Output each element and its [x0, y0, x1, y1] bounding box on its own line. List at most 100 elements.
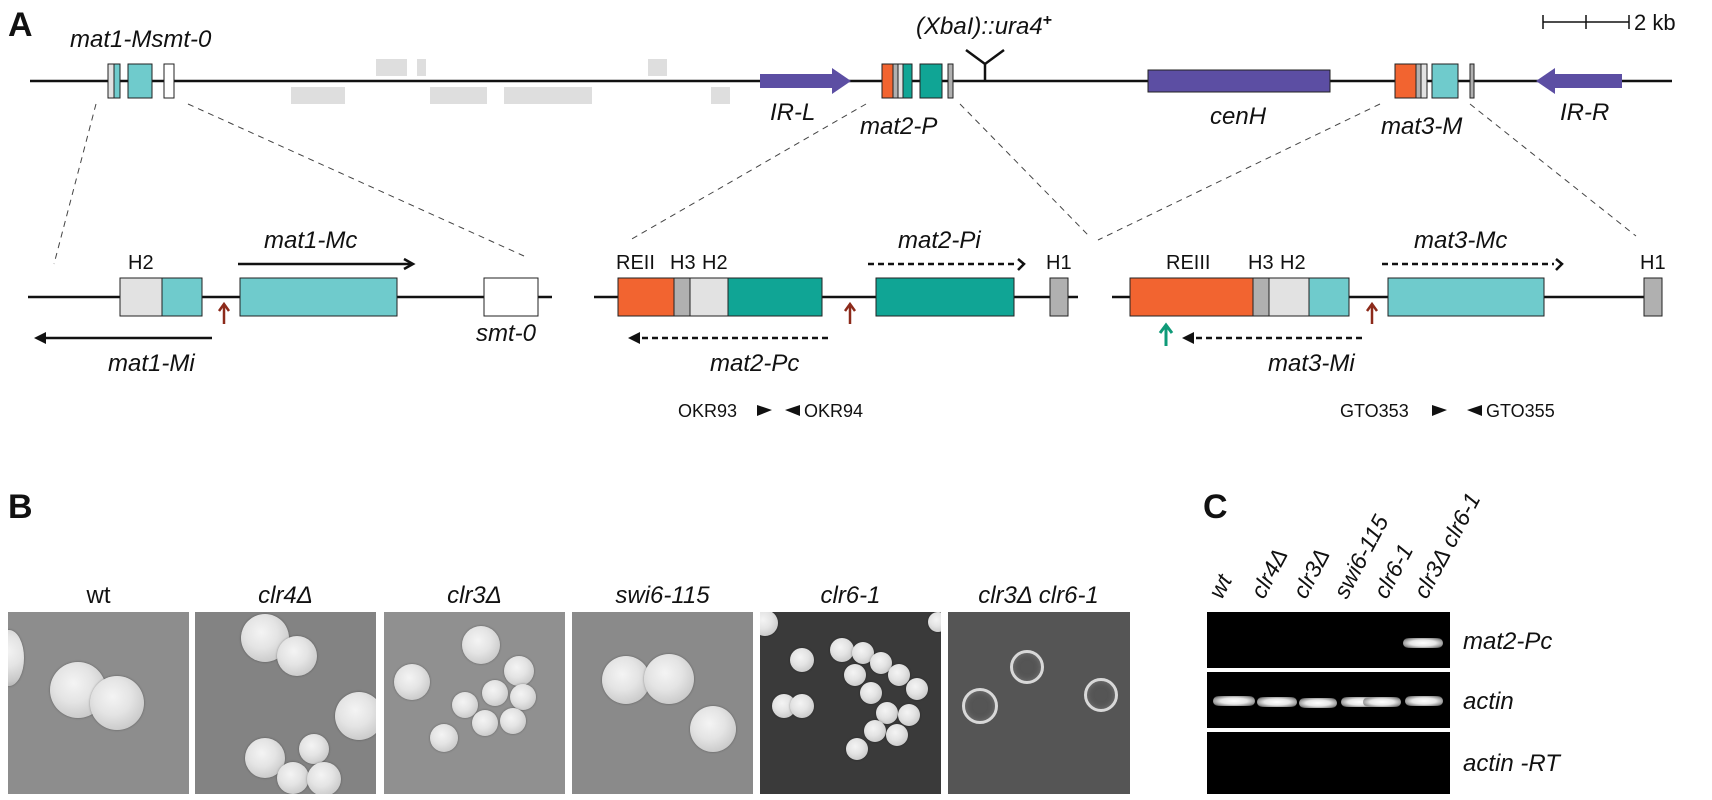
colony — [870, 652, 892, 674]
colony-photo-clr3 — [384, 612, 565, 794]
colony — [277, 636, 317, 676]
label-cenh: cenH — [1210, 103, 1267, 130]
colony — [886, 724, 908, 746]
gel-band — [1363, 697, 1401, 707]
colony — [307, 762, 341, 794]
irl-arrow — [760, 68, 851, 94]
mat1-detail-h2-box — [119, 277, 163, 317]
mat1-detail-teal-small — [161, 277, 203, 317]
mat2-detail-teal-1 — [727, 277, 823, 317]
panel-label-c: C — [1203, 488, 1228, 526]
repeat-elements — [291, 59, 730, 104]
strain-label-3: swi6-115 — [615, 582, 710, 609]
gel-row-actin-rt — [1207, 732, 1450, 794]
mat2-promoter-arrow — [843, 301, 857, 324]
colony — [277, 762, 309, 794]
strain-label-5: clr3Δ clr6-1 — [978, 582, 1099, 609]
mat1-mc-arrowhead — [403, 257, 416, 271]
scale-bar — [1542, 15, 1630, 29]
mat3-h1-label: H1 — [1640, 252, 1666, 274]
mat2-detail-h2 — [689, 277, 729, 317]
primer-gto355-label: GTO355 — [1486, 401, 1555, 421]
colony — [790, 648, 814, 672]
colony — [299, 734, 329, 764]
gel-band — [1299, 698, 1337, 708]
mat2-teal-box-2 — [919, 63, 943, 99]
mat3-h1-box — [1469, 63, 1475, 99]
mat3-detail-teal-small — [1308, 277, 1350, 317]
colony — [864, 720, 886, 742]
colony-photo-swi6 — [572, 612, 753, 794]
colony — [500, 708, 526, 734]
colony — [462, 626, 500, 664]
mat3-promoter-arrow — [1365, 301, 1379, 324]
colony-ring — [1010, 650, 1044, 684]
mat3-mc-arrowhead — [1555, 258, 1564, 271]
mat3-h2-label: H2 — [1280, 252, 1306, 274]
mat2-detail-h3 — [673, 277, 691, 317]
colony — [430, 724, 458, 752]
mat3-detail-h2 — [1268, 277, 1310, 317]
mat1-promoter-arrow — [217, 301, 231, 324]
colony — [906, 678, 928, 700]
label-mat3-locus: mat3-M — [1381, 113, 1463, 140]
colony — [602, 656, 650, 704]
mat1-h2-label: H2 — [128, 252, 154, 274]
gel-band — [1405, 696, 1443, 706]
mat2-pc-arrowhead — [628, 332, 640, 344]
colony — [860, 682, 882, 704]
mat3-mi-label: mat3-Mi — [1268, 350, 1355, 377]
colony — [394, 664, 430, 700]
mat1-small-teal — [113, 63, 121, 99]
colony — [482, 680, 508, 706]
mat2-pi-label: mat2-Pi — [898, 227, 981, 254]
mat2-detail-reii — [617, 277, 675, 317]
mat1-smt-box — [163, 63, 175, 99]
colony — [928, 612, 941, 632]
mat2-h2-box — [897, 63, 904, 99]
gel-row-actin — [1207, 672, 1450, 728]
irr-arrow — [1536, 68, 1622, 94]
label-mat1-locus: mat1-Msmt-0 — [70, 26, 212, 53]
insertion-fork — [965, 48, 1005, 66]
mat3-reiii-label: REIII — [1166, 252, 1211, 274]
mat3-mc-label: mat3-Mc — [1414, 227, 1508, 254]
cenh-box — [1147, 69, 1331, 93]
mat3-detail-mc-box — [1387, 277, 1545, 317]
colony — [8, 630, 24, 686]
mat1-mc-box — [127, 63, 153, 99]
mat1-mc-label: mat1-Mc — [264, 227, 358, 254]
label-irr: IR-R — [1560, 99, 1610, 126]
gel-band — [1341, 697, 1379, 707]
label-insertion: (XbaI)::ura4+ — [916, 12, 1052, 41]
mat2-detail-teal-2 — [875, 277, 1015, 317]
mat3-detail-reiii — [1129, 277, 1254, 317]
primer-okr93-arrowhead — [757, 405, 772, 416]
gel-row-label-actin-rt: actin -RT — [1463, 750, 1560, 777]
colony — [790, 694, 814, 718]
gel-band — [1257, 697, 1297, 707]
primer-gto355-arrowhead — [1467, 405, 1482, 416]
mat2-h1-label: H1 — [1046, 252, 1072, 274]
colony — [690, 706, 736, 752]
colony — [90, 676, 144, 730]
mat2-pc-label: mat2-Pc — [710, 350, 800, 377]
label-mat2-locus: mat2-P — [860, 113, 938, 140]
mat3-grey-box — [1415, 63, 1422, 99]
colony — [888, 664, 910, 686]
mat3-detail-h1 — [1643, 277, 1663, 317]
colony — [452, 692, 478, 718]
mat3-teal-box — [1431, 63, 1459, 99]
gel-row-label-mat2pc: mat2-Pc — [1463, 628, 1553, 655]
mat3-h2-box — [1420, 63, 1428, 99]
zoom-lines — [53, 103, 1637, 265]
mat1-mi-arrowhead — [34, 332, 46, 344]
label-insertion-sup: + — [1042, 12, 1053, 29]
strain-label-2: clr3Δ — [447, 582, 502, 609]
gel-row-label-actin: actin — [1463, 688, 1514, 715]
gel-band — [1213, 696, 1255, 706]
primer-okr93-label: OKR93 — [678, 401, 738, 421]
primer-gto353-arrowhead — [1432, 405, 1447, 416]
colony — [846, 738, 868, 760]
